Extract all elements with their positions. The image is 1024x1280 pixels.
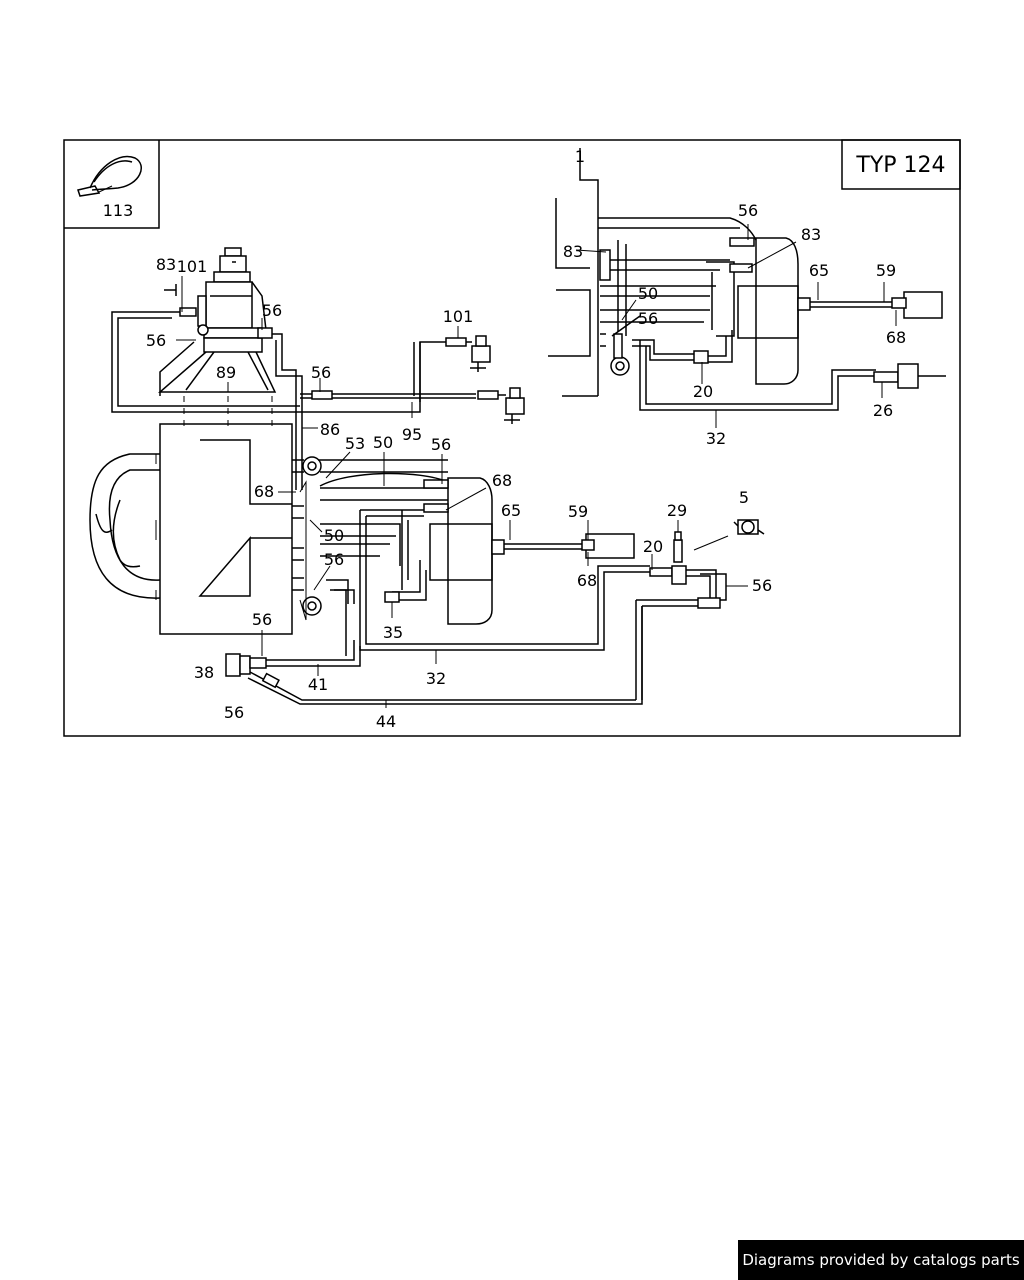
part-label-68-upper: 68 [886, 328, 906, 347]
part-label-44: 44 [376, 712, 396, 731]
connector-35 [384, 591, 400, 603]
type-label-box [841, 139, 961, 190]
part-label-56-valve: 56 [752, 576, 772, 595]
part-label-50-top: 50 [373, 433, 393, 452]
hose-35 [334, 560, 427, 656]
hose-20-upper [632, 339, 694, 361]
part-label-50-upper: 50 [638, 284, 658, 303]
part-label-83-upper-right: 83 [801, 225, 821, 244]
part-label-68-throttle: 68 [492, 471, 512, 490]
sensor-68-upper [903, 291, 943, 319]
sensor-26 [873, 363, 946, 389]
hose-56-lower [159, 341, 195, 396]
part-label-41: 41 [308, 675, 328, 694]
check-valve-group [635, 531, 727, 700]
part-label-95: 95 [402, 425, 422, 444]
part-label-83-left: 83 [156, 255, 176, 274]
hose-to-valve-86 [272, 333, 297, 490]
part-label-32-lower: 32 [426, 669, 446, 688]
engine-block [89, 423, 293, 635]
part-label-20-lower: 20 [643, 537, 663, 556]
part-label-65-upper: 65 [809, 261, 829, 280]
connector-20-upper [693, 350, 709, 364]
part-label-35: 35 [383, 623, 403, 642]
part-label-68-left: 68 [254, 482, 274, 501]
hose-32-lower-b [365, 515, 650, 645]
catalog-credit: Diagrams provided by catalogs parts [738, 1240, 1024, 1280]
part-label-56-upper: 56 [738, 201, 758, 220]
part-label-32-upper: 32 [706, 429, 726, 448]
part-label-101-left: 101 [177, 257, 208, 276]
part-label-65-lower: 65 [501, 501, 521, 520]
hose-loop-left-inner [117, 317, 300, 407]
part-label-56-connector: 56 [224, 703, 244, 722]
part-label-56-hose: 56 [311, 363, 331, 382]
type-label: TYP 124 [855, 153, 945, 178]
part-label-53: 53 [345, 434, 365, 453]
part-label-1: 1 [575, 147, 585, 166]
part-label-86: 86 [320, 420, 340, 439]
solenoid-valve-101-lower [477, 387, 525, 424]
part-label-56-upper-mid: 56 [638, 309, 658, 328]
hose-32-upper [639, 340, 876, 411]
leader-lines [176, 224, 897, 708]
hose-59-lower [504, 543, 586, 550]
part-label-56-top: 56 [262, 301, 282, 320]
part-label-56-intake: 56 [431, 435, 451, 454]
hose-to-valve-86b [275, 340, 303, 490]
hose-loop-left [111, 311, 448, 413]
canister-assembly [157, 247, 277, 393]
hose-32-lower [359, 509, 650, 651]
part-label-59-lower: 59 [568, 502, 588, 521]
part-label-83-upper-left: 83 [563, 242, 583, 261]
part-label-20-upper: 20 [693, 382, 713, 401]
part-label-5: 5 [739, 488, 749, 507]
part-label-68-lower: 68 [577, 571, 597, 590]
part-label-56-bottom: 56 [252, 610, 272, 629]
throttle-housing [423, 477, 505, 625]
upper-right-assembly [548, 148, 811, 397]
part-label-101-right: 101 [443, 307, 474, 326]
connector-38 [225, 653, 267, 677]
part-label-56-left: 56 [146, 331, 166, 350]
part-label-26: 26 [873, 401, 893, 420]
part-label-89: 89 [216, 363, 236, 382]
part-label-38: 38 [194, 663, 214, 682]
part-label-50-mid: 50 [324, 526, 344, 545]
hose-41 [266, 640, 361, 667]
diagram-frame [63, 139, 961, 737]
part-label-59-upper: 59 [876, 261, 896, 280]
pressure-regulator-5 [733, 519, 765, 535]
connector-56c [311, 390, 333, 400]
part-label-56-mid: 56 [324, 550, 344, 569]
hose-59-upper [810, 301, 894, 308]
inset-cable-tie [64, 140, 160, 229]
part-label-29: 29 [667, 501, 687, 520]
solenoid-valve-101-upper [445, 335, 491, 372]
part-label-113: 113 [103, 201, 134, 220]
